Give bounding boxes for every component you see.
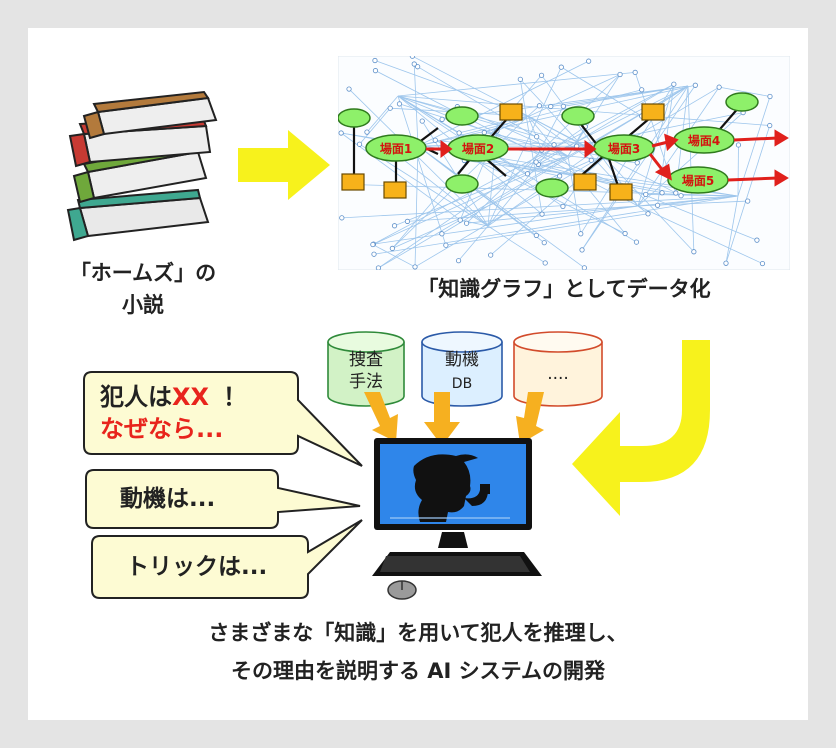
- yellow-arrow-right-icon: [238, 130, 330, 200]
- db2-line2: DB: [451, 376, 473, 392]
- books-stack-icon: [66, 90, 218, 242]
- computer-icon: [372, 438, 542, 600]
- bubble-main-prefix: 犯人は: [100, 383, 172, 411]
- db1-line2: 手法: [349, 372, 383, 392]
- novel-label-line1: 「ホームズ」の: [69, 261, 217, 285]
- db1-line1: 捜査: [349, 350, 383, 370]
- graph-label: 「知識グラフ」としてデータ化: [417, 277, 711, 301]
- orange-arrows-icon: [364, 392, 544, 446]
- scene-label-4: 場面4: [688, 133, 720, 148]
- bubble-main-xx: XX: [172, 383, 210, 411]
- bubble-main-suffix: ！: [223, 383, 248, 411]
- scene-label-5: 場面5: [682, 173, 714, 188]
- db3-line1: ....: [547, 364, 569, 384]
- bubble-main-line1: 犯人はXX ！: [100, 382, 247, 412]
- bubble-motive: 動機は...: [120, 486, 216, 512]
- novel-label-line2: 小説: [122, 293, 164, 317]
- database-cylinders: [327, 331, 603, 407]
- yellow-curved-arrow-icon: [572, 340, 710, 516]
- caption-line2: その理由を説明する AI システムの開発: [230, 659, 606, 683]
- bubble-main-line2: なぜなら...: [100, 415, 224, 443]
- knowledge-graph: 場面1 場面2 場面3 場面4 場面5: [338, 56, 790, 270]
- scene-label-3: 場面3: [608, 141, 640, 156]
- bubble-trick: トリックは...: [126, 554, 268, 580]
- scene-label-2: 場面2: [462, 141, 494, 156]
- caption-line1: さまざまな「知識」を用いて犯人を推理し、: [208, 621, 628, 645]
- db2-line1: 動機: [445, 350, 479, 370]
- scene-label-1: 場面1: [380, 141, 412, 156]
